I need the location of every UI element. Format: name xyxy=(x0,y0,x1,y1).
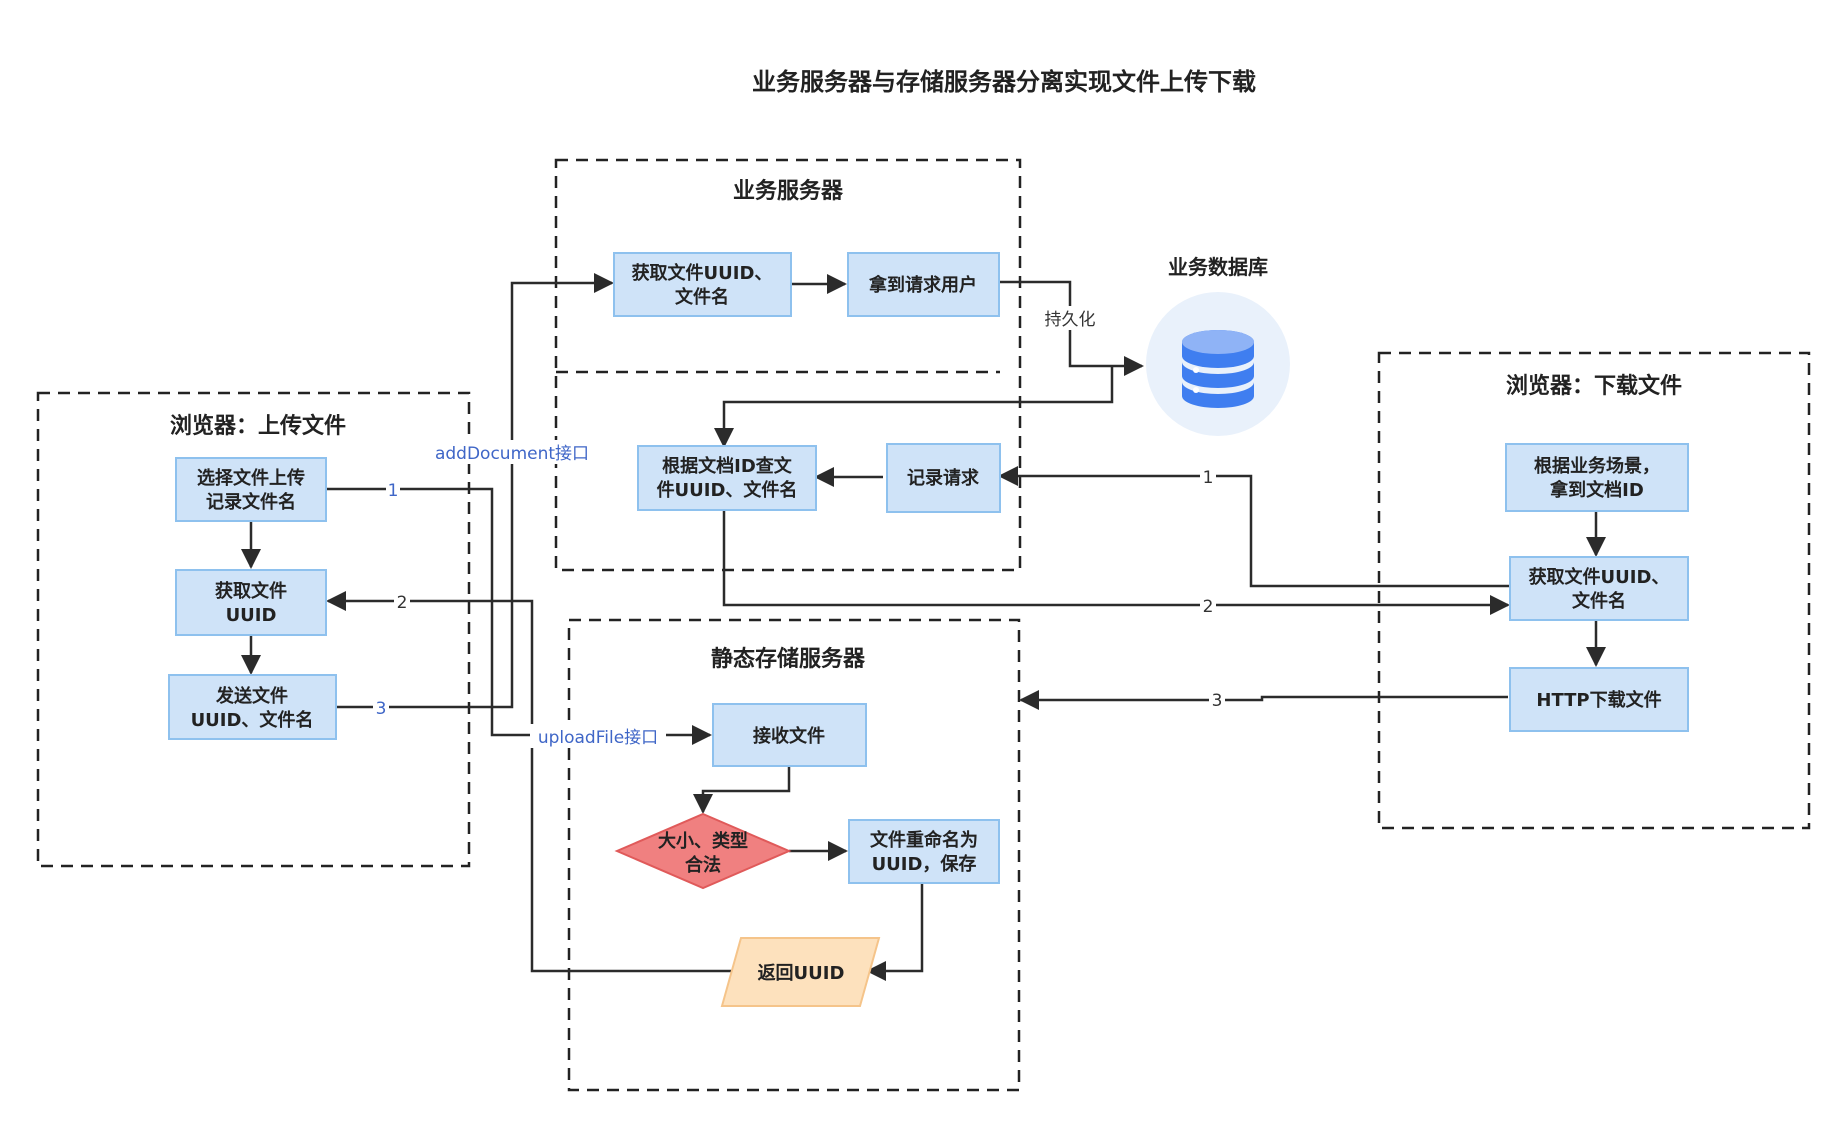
node-get-doc-id: 根据业务场景，拿到文档ID xyxy=(1505,443,1689,512)
edge-download-1 xyxy=(998,466,1510,588)
node-line: 接收文件 xyxy=(753,725,825,747)
edge-upload-2 xyxy=(326,591,738,973)
node-line: 文件名 xyxy=(675,286,729,308)
node-line: 大小、类型 xyxy=(658,830,748,852)
edge-label-upload-2: 2 xyxy=(397,593,408,613)
node-receive-file: 接收文件 xyxy=(712,703,867,767)
node-line: 合法 xyxy=(685,854,721,876)
group-browser-upload xyxy=(36,391,471,868)
group-static-storage xyxy=(567,618,1021,1092)
node-line: UUID，保存 xyxy=(872,853,977,875)
svg-text:选择文件上传记录文件名: 选择文件上传记录文件名 xyxy=(197,467,305,513)
group-title-business: 业务服务器 xyxy=(733,179,844,204)
edges xyxy=(241,273,1606,981)
group-title-static-storage: 静态存储服务器 xyxy=(711,646,866,672)
node-line: 发送文件 xyxy=(215,685,288,707)
node-return-uuid: 返回UUID xyxy=(720,937,881,1007)
edge-download-2 xyxy=(722,510,1510,615)
edge-receive-to-validate xyxy=(693,766,791,814)
node-line: 记录请求 xyxy=(907,467,980,489)
node-http-download: HTTP下载文件 xyxy=(1509,667,1689,732)
node-line: UUID、文件名 xyxy=(191,709,314,731)
node-line: 获取文件 xyxy=(215,580,287,602)
edge-label-download-2: 2 xyxy=(1203,597,1214,617)
edge-label-download-3: 3 xyxy=(1212,691,1223,711)
edge-label-upload-file: uploadFile接口 xyxy=(538,728,658,748)
node-line: 拿到请求用户 xyxy=(868,274,977,296)
svg-text:接收文件: 接收文件 xyxy=(753,725,825,747)
node-query-by-id: 根据文档ID查文件UUID、文件名 xyxy=(637,445,817,511)
svg-text:返回UUID: 返回UUID xyxy=(758,963,845,984)
group-title-browser-upload: 浏览器：上传文件 xyxy=(170,413,346,439)
node-line: 返回UUID xyxy=(758,963,845,984)
svg-text:记录请求: 记录请求 xyxy=(907,467,980,489)
edge-rename-to-return xyxy=(866,883,924,981)
node-validate-decision: 大小、类型合法 xyxy=(614,812,792,890)
node-line: 文件名 xyxy=(1572,590,1626,612)
svg-text:根据业务场景，拿到文档ID: 根据业务场景，拿到文档ID xyxy=(1534,455,1660,501)
svg-text:HTTP下载文件: HTTP下载文件 xyxy=(1536,689,1661,711)
node-line: 记录文件名 xyxy=(206,491,296,513)
database-label: 业务数据库 xyxy=(1168,255,1268,279)
diagram-title: 业务服务器与存储服务器分离实现文件上传下载 xyxy=(752,68,1256,96)
edge-label-persist: 持久化 xyxy=(1045,310,1096,330)
svg-text:大小、类型合法: 大小、类型合法 xyxy=(658,830,748,876)
node-line: 获取文件UUID、 xyxy=(1529,566,1670,588)
node-line: 选择文件上传 xyxy=(197,467,305,489)
node-line: 件UUID、文件名 xyxy=(657,479,798,501)
edge-upload-3 xyxy=(336,273,614,709)
node-line: 根据文档ID查文 xyxy=(662,455,793,477)
svg-text:获取文件UUID、文件名: 获取文件UUID、文件名 xyxy=(1529,566,1670,612)
edge-label-add-document: addDocument接口 xyxy=(435,444,589,464)
node-get-user: 拿到请求用户 xyxy=(847,252,1000,317)
edge-db-to-query xyxy=(714,366,1114,448)
node-line: 获取文件UUID、 xyxy=(632,262,773,284)
node-line: 文件重命名为 xyxy=(870,829,978,851)
edge-labels: 持久化 addDocument接口 uploadFile接口 1 2 3 1 2… xyxy=(373,306,1225,748)
svg-text:根据文档ID查文件UUID、文件名: 根据文档ID查文件UUID、文件名 xyxy=(657,455,798,501)
node-select-file: 选择文件上传记录文件名 xyxy=(175,457,327,522)
node-fetch-uuid: 获取文件 UUID xyxy=(175,569,327,636)
node-record-request: 记录请求 xyxy=(886,443,1001,513)
edge-label-download-1: 1 xyxy=(1203,468,1214,488)
svg-text:拿到请求用户: 拿到请求用户 xyxy=(868,274,977,296)
svg-text:获取文件UUID、文件名: 获取文件UUID、文件名 xyxy=(632,262,773,308)
edge-download-3 xyxy=(1019,690,1508,710)
group-title-browser-download: 浏览器：下载文件 xyxy=(1506,373,1682,399)
group-browser-download xyxy=(1377,351,1811,830)
database-icon xyxy=(1146,292,1290,436)
node-get-uuid-name-download: 获取文件UUID、文件名 xyxy=(1509,556,1689,621)
node-line: 根据业务场景， xyxy=(1534,455,1660,477)
node-line: 拿到文档ID xyxy=(1549,479,1644,501)
node-get-uuid-name: 获取文件UUID、文件名 xyxy=(613,252,792,317)
node-line: HTTP下载文件 xyxy=(1536,689,1661,711)
edge-label-upload-1: 1 xyxy=(388,481,399,501)
edge-label-upload-3: 3 xyxy=(376,699,387,719)
node-line: UUID xyxy=(226,605,277,626)
svg-text:获取文件UUID: 获取文件 UUID xyxy=(215,580,287,626)
group-business-server xyxy=(554,158,1022,572)
